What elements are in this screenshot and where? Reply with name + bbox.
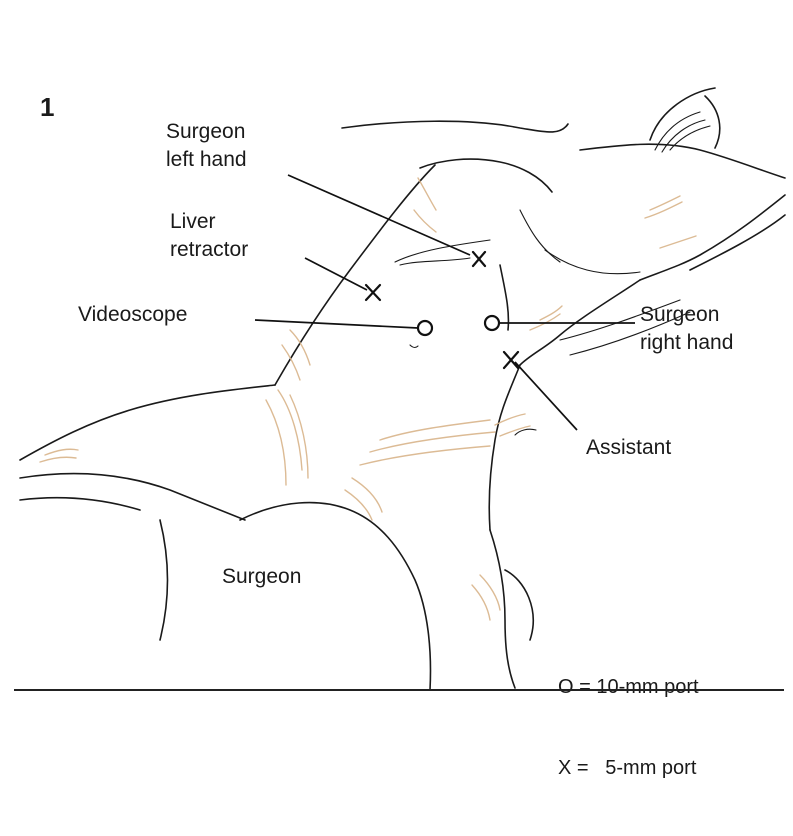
label-surgeon-left-hand: Surgeon left hand	[166, 118, 247, 174]
leader-assistant	[515, 362, 577, 430]
label-videoscope-text: Videoscope	[78, 301, 187, 329]
leader-videoscope	[255, 320, 418, 328]
label-liver-retractor: Liver retractor	[170, 208, 248, 264]
port-o-videoscope	[418, 321, 432, 335]
skin-shading	[40, 178, 696, 620]
label-surgeon-right-hand-line1: Surgeon	[640, 301, 733, 329]
label-assistant-text: Assistant	[586, 434, 671, 462]
legend-5mm: X = 5-mm port	[558, 755, 699, 782]
patient-outline	[20, 88, 785, 690]
label-surgeon-text: Surgeon	[222, 563, 301, 591]
bottom-rule	[14, 689, 784, 691]
port-placement-figure: 1 Surgeon left hand Liver retractor Vide…	[0, 0, 793, 701]
label-surgeon: Surgeon	[222, 563, 301, 591]
label-surgeon-left-hand-line1: Surgeon	[166, 118, 247, 146]
port-markers	[366, 252, 518, 368]
label-assistant: Assistant	[586, 434, 671, 462]
figure-number: 1	[40, 92, 54, 123]
port-legend: O = 10-mm port X = 5-mm port	[558, 620, 699, 836]
port-o-surgeon-right-hand	[485, 316, 499, 330]
label-surgeon-left-hand-line2: left hand	[166, 146, 247, 174]
label-surgeon-right-hand-line2: right hand	[640, 329, 733, 357]
label-liver-retractor-line2: retractor	[170, 236, 248, 264]
port-x-liver-retractor	[366, 285, 380, 300]
leader-liver-retractor	[305, 258, 367, 290]
port-x-assistant	[504, 352, 518, 368]
legend-10mm: O = 10-mm port	[558, 674, 699, 701]
label-videoscope: Videoscope	[78, 301, 187, 329]
port-x-surgeon-left-hand	[473, 252, 485, 266]
leader-lines	[255, 175, 635, 430]
label-liver-retractor-line1: Liver	[170, 208, 248, 236]
label-surgeon-right-hand: Surgeon right hand	[640, 301, 733, 357]
leader-surgeon-left-hand	[288, 175, 470, 255]
